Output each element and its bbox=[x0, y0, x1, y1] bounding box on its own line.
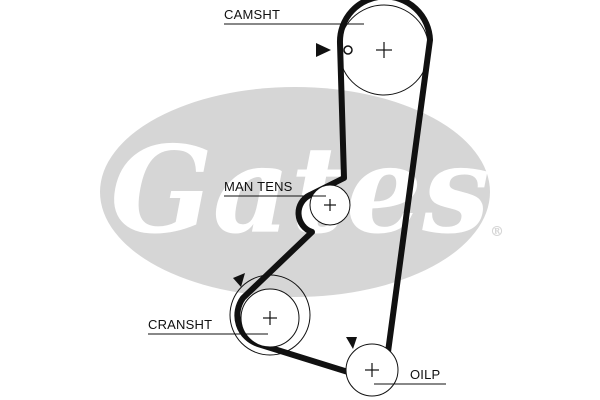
triangle-marker-icon bbox=[346, 337, 357, 349]
logo-text: Gates bbox=[110, 120, 490, 261]
crankshaft-label: CRANSHT bbox=[148, 317, 212, 332]
oil-pump-pulley bbox=[345, 337, 399, 397]
triangle-marker-icon bbox=[233, 273, 245, 287]
manual-tensioner-label: MAN TENS bbox=[224, 179, 293, 194]
registered-mark: ® bbox=[490, 224, 504, 240]
oil-pump-label: OILP bbox=[410, 367, 440, 382]
camshaft-pulley bbox=[316, 4, 430, 96]
crosshair-icon bbox=[324, 199, 336, 211]
crosshair-icon bbox=[263, 311, 277, 325]
leader-lines bbox=[148, 23, 446, 385]
crosshair-icon bbox=[365, 363, 379, 377]
triangle-marker-icon bbox=[316, 43, 331, 57]
manual-tensioner-pulley bbox=[309, 184, 351, 226]
camshaft-label: CAMSHT bbox=[224, 7, 280, 22]
camshaft-pulley-circle bbox=[338, 4, 430, 96]
logo-ellipse bbox=[100, 87, 490, 297]
crankshaft-pulley bbox=[229, 273, 311, 356]
camshaft-timing-hole-icon bbox=[343, 45, 353, 55]
gates-logo-watermark: Gates ® bbox=[100, 87, 504, 297]
crosshair-icon bbox=[376, 42, 392, 58]
crankshaft-outer-circle bbox=[229, 274, 311, 356]
